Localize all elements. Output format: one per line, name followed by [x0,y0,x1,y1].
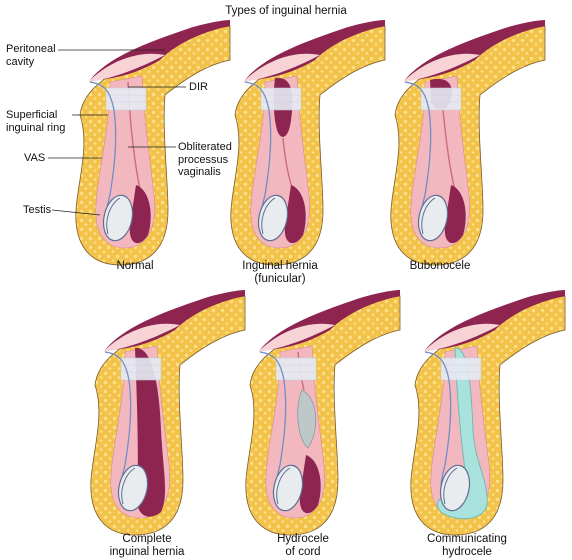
peritoneal-lining [88,53,165,82]
inguinal-ring-band [440,357,482,381]
caption-line: of cord [285,546,321,558]
caption-complete-inguinal-hernia: Complete inguinal hernia [72,533,222,559]
caption-line: Hydrocele [277,533,329,545]
label-obliterated-processus-vaginalis: Obliterated processus vaginalis [178,141,232,179]
peritoneal-lining [423,323,500,352]
caption-line: Normal [116,260,154,272]
testis [257,194,289,242]
label-line: vaginalis [178,166,221,178]
label-line: Obliterated [178,141,232,153]
diagram-title: Types of inguinal hernia [225,5,347,17]
caption-inguinal-hernia-funicular: Inguinal hernia (funicular) [205,260,355,286]
label-line: inguinal ring [6,121,66,134]
peritoneal-lining [403,53,480,82]
caption-line: inguinal hernia [109,546,185,558]
inguinal-ring-band [120,357,162,381]
caption-communicating-hydrocele: Communicating hydrocele [392,533,542,559]
label-superficial-inguinal-ring: Superficial inguinal ring [6,109,65,134]
tunica-vaginalis-sac [129,185,151,244]
obliterated-processus-line [442,109,456,191]
testis [102,194,134,242]
tunica-vaginalis-sac [284,185,306,244]
epididymis [106,197,121,235]
caption-line: hydrocele [442,546,492,558]
panel-hydrocele-of-cord [245,290,401,536]
label-peritoneal-cavity: Peritoneal cavity [6,43,56,68]
label-line: Superficial [6,109,58,121]
communicating-fluid-sac [437,347,488,520]
caption-hydrocele-of-cord: Hydrocele of cord [228,533,378,559]
epididymis [276,467,291,505]
peritoneal-lining [243,53,320,82]
caption-line: Complete [122,533,172,545]
inguinal-ring-band [420,87,462,111]
label-dir: DIR [189,81,208,93]
inguinal-ring-band [260,87,302,111]
label-line: Peritoneal [6,43,56,55]
caption-line: Bubonocele [409,260,471,272]
label-vas: VAS [24,152,46,164]
caption-normal: Normal [60,260,210,273]
caption-bubonocele: Bubonocele [365,260,515,273]
panel-normal [75,20,231,266]
testis [439,464,471,512]
epididymis [443,467,458,505]
inguinal-ring-band [275,357,317,381]
panel-communicating-hydrocele [410,290,566,536]
peritoneal-lining [258,323,335,352]
testis [417,194,449,242]
peritoneal-lining [103,323,180,352]
testis [117,464,149,512]
label-line: processus [178,153,229,166]
testis [272,464,304,512]
leader-testis [51,209,101,216]
inguinal-ring-band [105,87,147,111]
panel-bubonocele [390,20,546,266]
tunica-vaginalis-sac [444,185,466,244]
epididymis [261,197,276,235]
panel-complete-inguinal-hernia [90,290,246,536]
label-line: cavity [6,55,35,68]
epididymis [121,467,136,505]
caption-line: Communicating [427,533,507,545]
caption-line: Inguinal hernia [242,260,318,272]
panel-inguinal-hernia-funicular [230,20,386,266]
cord-hydrocele [297,389,317,449]
label-testis: Testis [23,204,52,216]
caption-line: (funicular) [254,273,306,285]
epididymis [421,197,436,235]
tunica-vaginalis-sac [299,455,321,514]
